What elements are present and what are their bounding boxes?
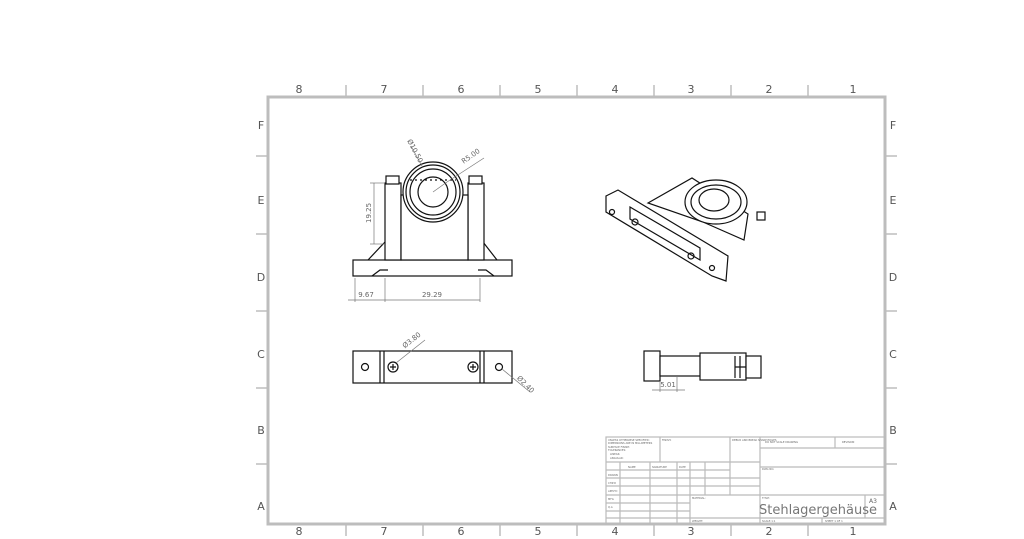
bottom-zone-column-5: 5 <box>535 525 542 538</box>
tb-dwg-no: DWG NO. <box>762 467 774 471</box>
left-zone-row-A: A <box>257 500 265 513</box>
tb-revision: REVISION <box>842 440 854 444</box>
tb-unless-specified: UNLESS OTHERWISE SPECIFIED: <box>608 438 650 442</box>
bottom-zone-column-1: 1 <box>850 525 857 538</box>
left-zone-row-D: D <box>257 271 265 284</box>
tb-debur: DEBUR AND BREAK SHARP EDGES <box>732 438 777 442</box>
dim-side-offset: 5.01 <box>660 381 676 389</box>
zone-ticks <box>256 85 897 536</box>
top-zone-column-7: 7 <box>381 83 388 96</box>
sheet-size: A3 <box>869 498 877 505</box>
dim-height: 19.25 <box>365 203 373 223</box>
tb-dimensions-mm: DIMENSIONS ARE IN MILLIMETERS <box>608 441 653 445</box>
tb-drawn: DRAWN <box>608 473 618 477</box>
left-zone-row-E: E <box>258 194 265 207</box>
tb-finish: FINISH: <box>662 438 672 442</box>
right-zone-row-A: A <box>889 500 897 513</box>
tb-sheet: SHEET 1 OF 1 <box>825 519 843 523</box>
right-zone-row-F: F <box>890 119 896 132</box>
top-zone-column-3: 3 <box>688 83 695 96</box>
drawing-title: Stehlagergehäuse <box>759 503 877 518</box>
tb-angular: ANGULAR: <box>610 456 624 460</box>
side-view[interactable]: 5.01 <box>643 350 762 392</box>
isometric-view[interactable] <box>605 177 766 282</box>
tb-mfg: MFG <box>608 497 614 501</box>
top-view[interactable]: Ø3.80 Ø2.40 <box>352 331 536 395</box>
bottom-zone-column-7: 7 <box>381 525 388 538</box>
bottom-zone-column-8: 8 <box>296 525 303 538</box>
left-zone-row-C: C <box>257 348 265 361</box>
top-zone-column-6: 6 <box>458 83 465 96</box>
tb-linear: LINEAR: <box>610 452 620 456</box>
bottom-zone-column-2: 2 <box>766 525 773 538</box>
bottom-zone-column-3: 3 <box>688 525 695 538</box>
tb-appvd: APPV'D <box>608 489 617 493</box>
tb-surface-finish: SURFACE FINISH: <box>608 445 630 449</box>
right-zone-row-E: E <box>890 194 897 207</box>
bottom-zone-column-4: 4 <box>612 525 619 538</box>
dim-screw-diameter: Ø3.80 <box>401 331 423 350</box>
top-zone-column-1: 1 <box>850 83 857 96</box>
left-zone-row-B: B <box>257 424 265 437</box>
tb-do-not-scale: DO NOT SCALE DRAWING <box>765 440 798 444</box>
tb-signature: SIGNATURE <box>652 465 667 469</box>
left-zone-row-F: F <box>258 119 264 132</box>
tb-scale: SCALE:1:1 <box>762 519 776 523</box>
right-zone-row-D: D <box>889 271 897 284</box>
tb-chkd: CHK'D <box>608 481 616 485</box>
dim-hole-diameter: Ø2.40 <box>515 374 536 395</box>
tb-date: DATE <box>679 465 686 469</box>
dim-hole-spacing: 29.29 <box>422 291 442 299</box>
tb-qa: Q.A <box>608 505 613 509</box>
dim-outer-radius: R5.00 <box>460 147 481 165</box>
bottom-zone-column-6: 6 <box>458 525 465 538</box>
tb-material: MATERIAL: <box>692 496 706 500</box>
tb-weight: WEIGHT: <box>692 519 703 523</box>
top-zone-column-8: 8 <box>296 83 303 96</box>
sheet-border <box>266 95 887 526</box>
dim-bore-diameter: Ø10.50 <box>405 138 424 164</box>
dim-left-offset: 9.67 <box>358 291 374 299</box>
title-block: UNLESS OTHERWISE SPECIFIED: DIMENSIONS A… <box>605 436 886 525</box>
tb-title-label: TITLE: <box>762 496 770 500</box>
right-zone-row-B: B <box>889 424 897 437</box>
top-zone-column-2: 2 <box>766 83 773 96</box>
front-view[interactable]: Ø10.50 R5.00 19.25 9.67 29.29 <box>348 138 513 302</box>
right-zone-row-C: C <box>889 348 897 361</box>
top-zone-column-4: 4 <box>612 83 619 96</box>
tb-name: NAME <box>628 465 636 469</box>
tb-tolerances: TOLERANCES: <box>608 448 626 452</box>
top-zone-column-5: 5 <box>535 83 542 96</box>
